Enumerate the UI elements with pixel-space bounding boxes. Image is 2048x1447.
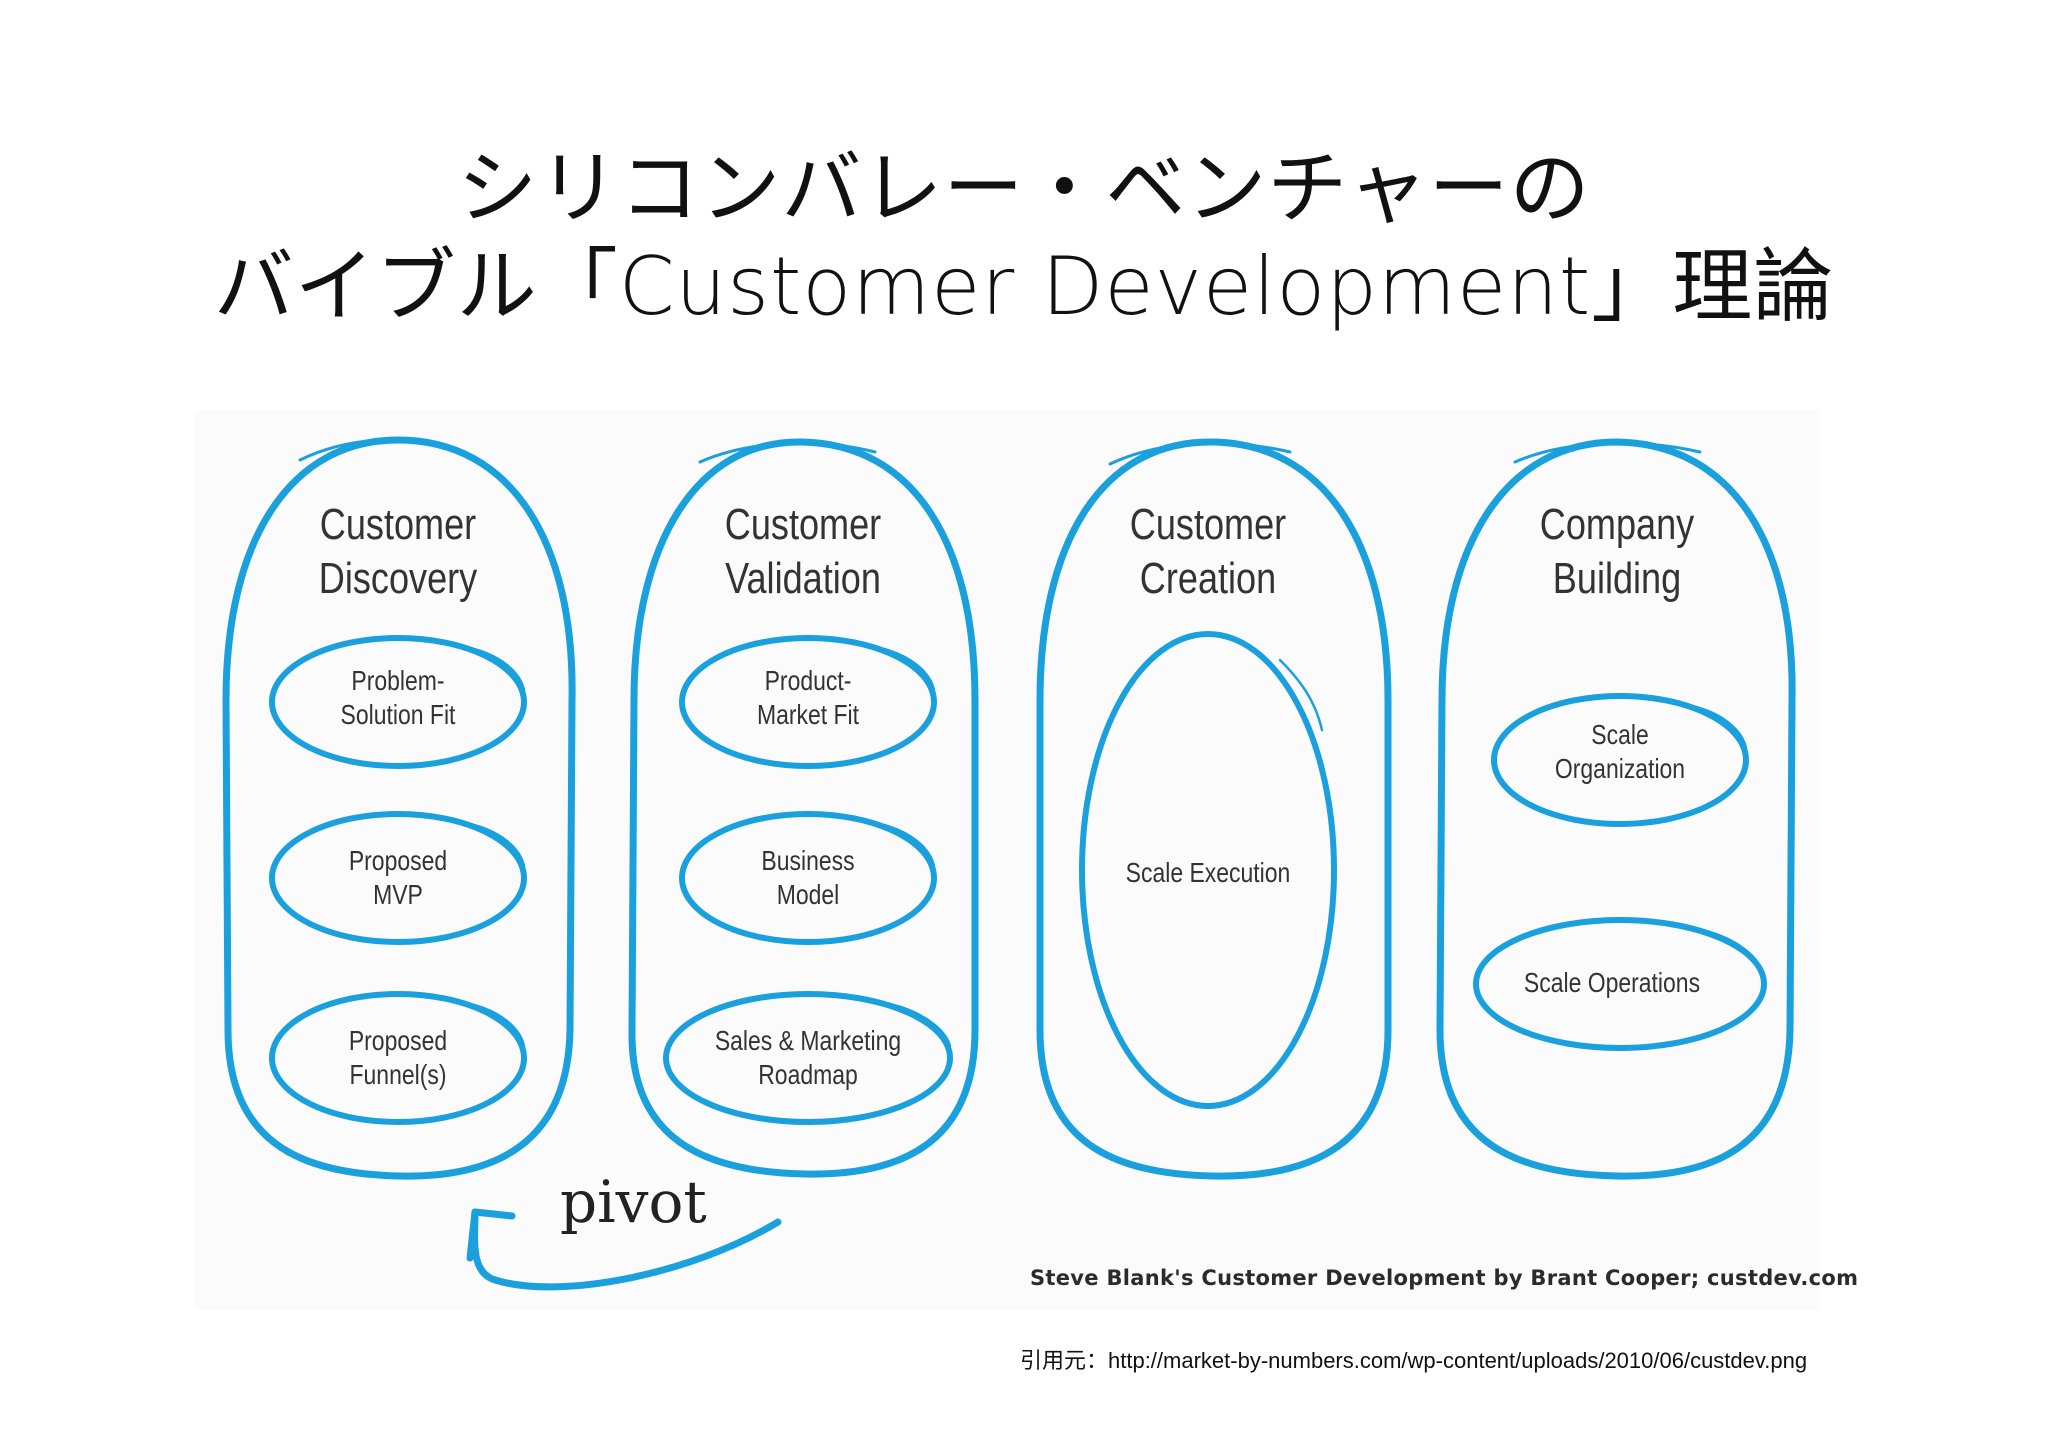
activity-label-proposed-funnels: Proposed Funnel(s) bbox=[348, 1025, 448, 1090]
activity-oval-scale-execution bbox=[1079, 631, 1337, 1109]
activity-label-scale-organization: Scale Organization bbox=[1554, 719, 1686, 784]
activity-oval-proposed-funnels bbox=[269, 991, 527, 1125]
activity-oval-scale-operations bbox=[1473, 917, 1767, 1051]
stage-container-company-building bbox=[1436, 438, 1796, 1180]
diagram-background bbox=[195, 410, 1820, 1310]
activity-label-scale-execution: Scale Execution bbox=[1125, 857, 1291, 888]
activity-oval-sales-marketing-roadmap bbox=[663, 991, 953, 1125]
source-citation: 引用元：http://market-by-numbers.com/wp-cont… bbox=[1020, 1348, 1808, 1373]
activity-label-problem-solution-fit: Problem- Solution Fit bbox=[340, 665, 456, 730]
diagram-credit: Steve Blank's Customer Development by Br… bbox=[1030, 1266, 1859, 1290]
stage-container-customer-creation bbox=[1036, 438, 1392, 1180]
pivot-label: pivot bbox=[560, 1168, 707, 1236]
activity-label-sales-marketing-roadmap: Sales & Marketing Roadmap bbox=[714, 1025, 902, 1090]
stage-title-customer-validation: Customer Validation bbox=[724, 500, 882, 603]
slide-title: シリコンバレー・ベンチャーの バイブル「Customer Development… bbox=[0, 140, 2048, 336]
activity-label-proposed-mvp: Proposed MVP bbox=[348, 845, 448, 910]
activity-oval-product-market-fit bbox=[679, 635, 937, 769]
activity-oval-business-model bbox=[679, 811, 937, 945]
activity-label-scale-operations: Scale Operations bbox=[1523, 967, 1701, 998]
stage-title-customer-creation: Customer Creation bbox=[1129, 500, 1287, 603]
activity-oval-problem-solution-fit bbox=[269, 635, 527, 769]
stage-title-company-building: Company Building bbox=[1539, 500, 1695, 603]
slide-title-line-2: バイブル「Customer Development」理論 bbox=[213, 240, 1835, 333]
stage-container-customer-validation bbox=[628, 438, 979, 1178]
stage-title-customer-discovery: Customer Discovery bbox=[318, 500, 478, 603]
activity-label-business-model: Business Model bbox=[761, 845, 855, 910]
stage-container-customer-discovery bbox=[222, 436, 576, 1180]
slide-title-line-1: シリコンバレー・ベンチャーの bbox=[457, 142, 1591, 235]
activity-label-product-market-fit: Product- Market Fit bbox=[756, 665, 860, 730]
pivot-arrow bbox=[466, 1208, 782, 1291]
activity-oval-scale-organization bbox=[1491, 693, 1749, 827]
activity-oval-proposed-mvp bbox=[269, 811, 527, 945]
